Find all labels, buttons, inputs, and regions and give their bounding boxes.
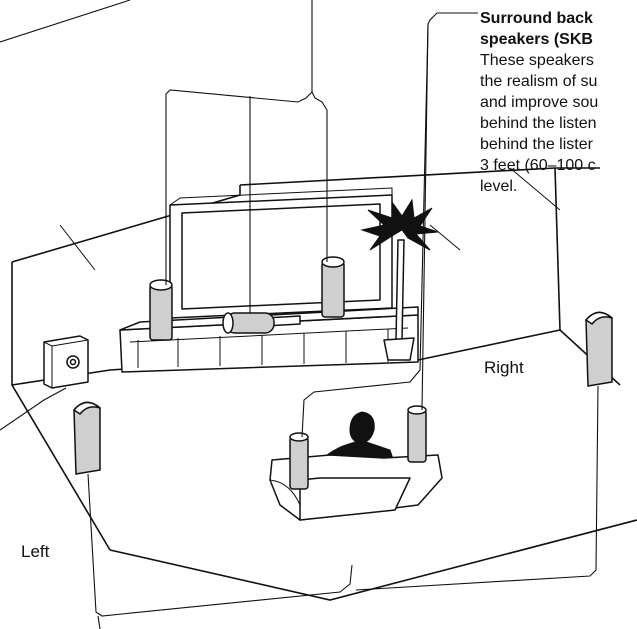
left-label: Left	[21, 542, 50, 561]
callout-body-line-5: behind the lister	[480, 136, 593, 153]
wall-shadow-left	[59, 224, 96, 271]
callout-body-line-1: These speakers	[480, 52, 594, 69]
surround-back-left-speaker	[289, 432, 309, 490]
leader-lines	[0, 0, 599, 629]
floor-front-edge	[109, 519, 637, 601]
right-surround-speaker	[585, 311, 613, 387]
right-label: Right	[484, 358, 524, 377]
surround-back-right-speaker	[407, 405, 427, 463]
television	[169, 187, 393, 327]
callout-body-line-6: 3 feet (60–100 c	[480, 157, 596, 174]
callout-heading-line-2: speakers (SKB	[480, 31, 593, 48]
wall-shadow-top	[509, 167, 561, 211]
callout-body-line-2: the realism of su	[480, 73, 598, 90]
front-right-speaker	[321, 256, 345, 318]
callout-body-line-7: level.	[480, 178, 518, 195]
wall-shadow-right	[429, 224, 461, 251]
callout-heading-line-1: Surround back	[480, 10, 593, 27]
surround-back-callout: Surround back speakers (SKB These speake…	[480, 8, 637, 197]
subwoofer	[43, 335, 89, 389]
center-speaker	[222, 312, 275, 334]
left-surround-speaker	[73, 401, 101, 475]
front-left-speaker	[149, 279, 173, 341]
callout-body-line-4: behind the listen	[480, 115, 597, 132]
floor-right-edge	[417, 329, 561, 361]
callout-body-line-3: and improve sou	[480, 94, 599, 111]
sofa-with-listener	[269, 411, 443, 521]
potted-plant	[360, 198, 439, 361]
